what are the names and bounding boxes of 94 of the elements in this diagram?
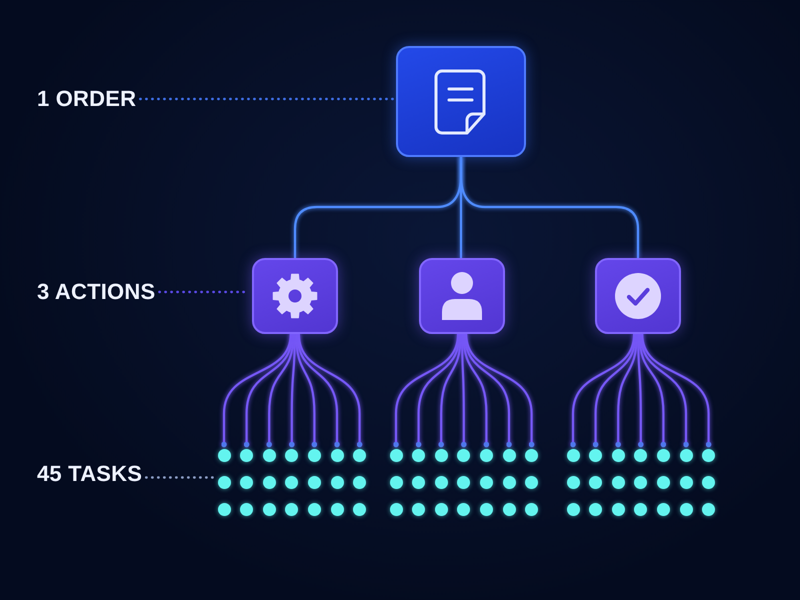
task-dot xyxy=(634,448,648,462)
task-dot xyxy=(330,476,344,488)
connector-line xyxy=(461,332,467,448)
task-dot xyxy=(390,502,402,516)
task-dot xyxy=(457,448,470,462)
task-dot xyxy=(285,448,298,462)
task-dot xyxy=(589,448,602,462)
task-dot xyxy=(218,476,230,488)
connector-line xyxy=(640,332,689,448)
task-dot xyxy=(589,476,602,488)
connector-line xyxy=(295,332,318,448)
task-dot xyxy=(702,502,716,516)
task-dot xyxy=(480,476,493,488)
task-dot xyxy=(502,476,516,488)
task-dot xyxy=(702,448,716,462)
connector-line xyxy=(438,332,462,448)
task-dot xyxy=(353,476,366,488)
task-dot xyxy=(390,448,402,462)
task-dot xyxy=(612,448,625,462)
task-dot xyxy=(566,502,580,516)
task-dot xyxy=(330,448,344,462)
connector-line xyxy=(393,332,460,448)
order-box xyxy=(396,46,526,157)
connector-line xyxy=(296,332,340,448)
task-dot xyxy=(612,476,625,488)
tier-label: 1 ORDER xyxy=(37,86,136,112)
task-dot xyxy=(308,502,321,516)
task-dot xyxy=(702,476,716,488)
task-dot xyxy=(566,448,580,462)
task-dot xyxy=(434,476,448,488)
connector-line xyxy=(464,332,512,448)
action-box xyxy=(595,258,681,334)
task-dot xyxy=(412,476,426,488)
task-dot xyxy=(680,448,692,462)
task-dot xyxy=(412,448,426,462)
task-dot xyxy=(480,448,493,462)
task-dot xyxy=(240,502,254,516)
tier-label: 45 TASKS xyxy=(37,461,142,487)
leader-line xyxy=(139,98,394,100)
task-dot xyxy=(525,476,538,488)
connector-line xyxy=(221,332,292,448)
task-dot xyxy=(589,502,602,516)
task-dot xyxy=(680,476,692,488)
task-dot xyxy=(566,476,580,488)
task-dot xyxy=(525,502,538,516)
task-dot xyxy=(480,502,493,516)
connector-line xyxy=(416,332,460,448)
connector-line xyxy=(637,332,644,448)
task-dot xyxy=(656,448,670,462)
connector-line xyxy=(298,332,362,448)
task-dot xyxy=(434,502,448,516)
leader-line xyxy=(144,476,216,479)
task-dot xyxy=(353,502,366,516)
task-dot xyxy=(285,476,298,488)
connector-line xyxy=(641,332,712,448)
task-dot xyxy=(262,448,276,462)
task-dot xyxy=(262,476,276,488)
task-dot xyxy=(308,448,321,462)
task-dot xyxy=(330,502,344,516)
connector-line xyxy=(244,332,294,448)
action-box xyxy=(419,258,505,334)
task-dot xyxy=(285,502,298,516)
task-dot xyxy=(262,502,276,516)
connector-line xyxy=(638,332,666,448)
task-dot xyxy=(680,502,692,516)
task-dot xyxy=(240,476,254,488)
task-dot xyxy=(218,448,230,462)
task-dot xyxy=(502,448,516,462)
task-dot xyxy=(525,448,538,462)
task-dot xyxy=(412,502,426,516)
task-dot xyxy=(634,502,648,516)
task-dot xyxy=(457,476,470,488)
action-box xyxy=(252,258,338,334)
task-dot xyxy=(240,448,254,462)
connector-line xyxy=(289,332,296,448)
connector-line xyxy=(266,332,295,448)
task-dot xyxy=(457,502,470,516)
task-dot xyxy=(612,502,625,516)
task-dot xyxy=(656,476,670,488)
task-dot xyxy=(218,502,230,516)
task-dot xyxy=(390,476,402,488)
connector-line xyxy=(465,332,534,448)
task-dot xyxy=(656,502,670,516)
task-dot xyxy=(353,448,366,462)
task-dot xyxy=(434,448,448,462)
connector-line xyxy=(570,332,636,448)
connector-line xyxy=(462,332,490,448)
connector-line xyxy=(592,332,637,448)
task-dot xyxy=(634,476,648,488)
task-dot xyxy=(502,502,516,516)
tier-label: 3 ACTIONS xyxy=(37,279,156,305)
task-dot xyxy=(308,476,321,488)
connector-line xyxy=(460,156,640,260)
connector-line xyxy=(615,332,638,448)
